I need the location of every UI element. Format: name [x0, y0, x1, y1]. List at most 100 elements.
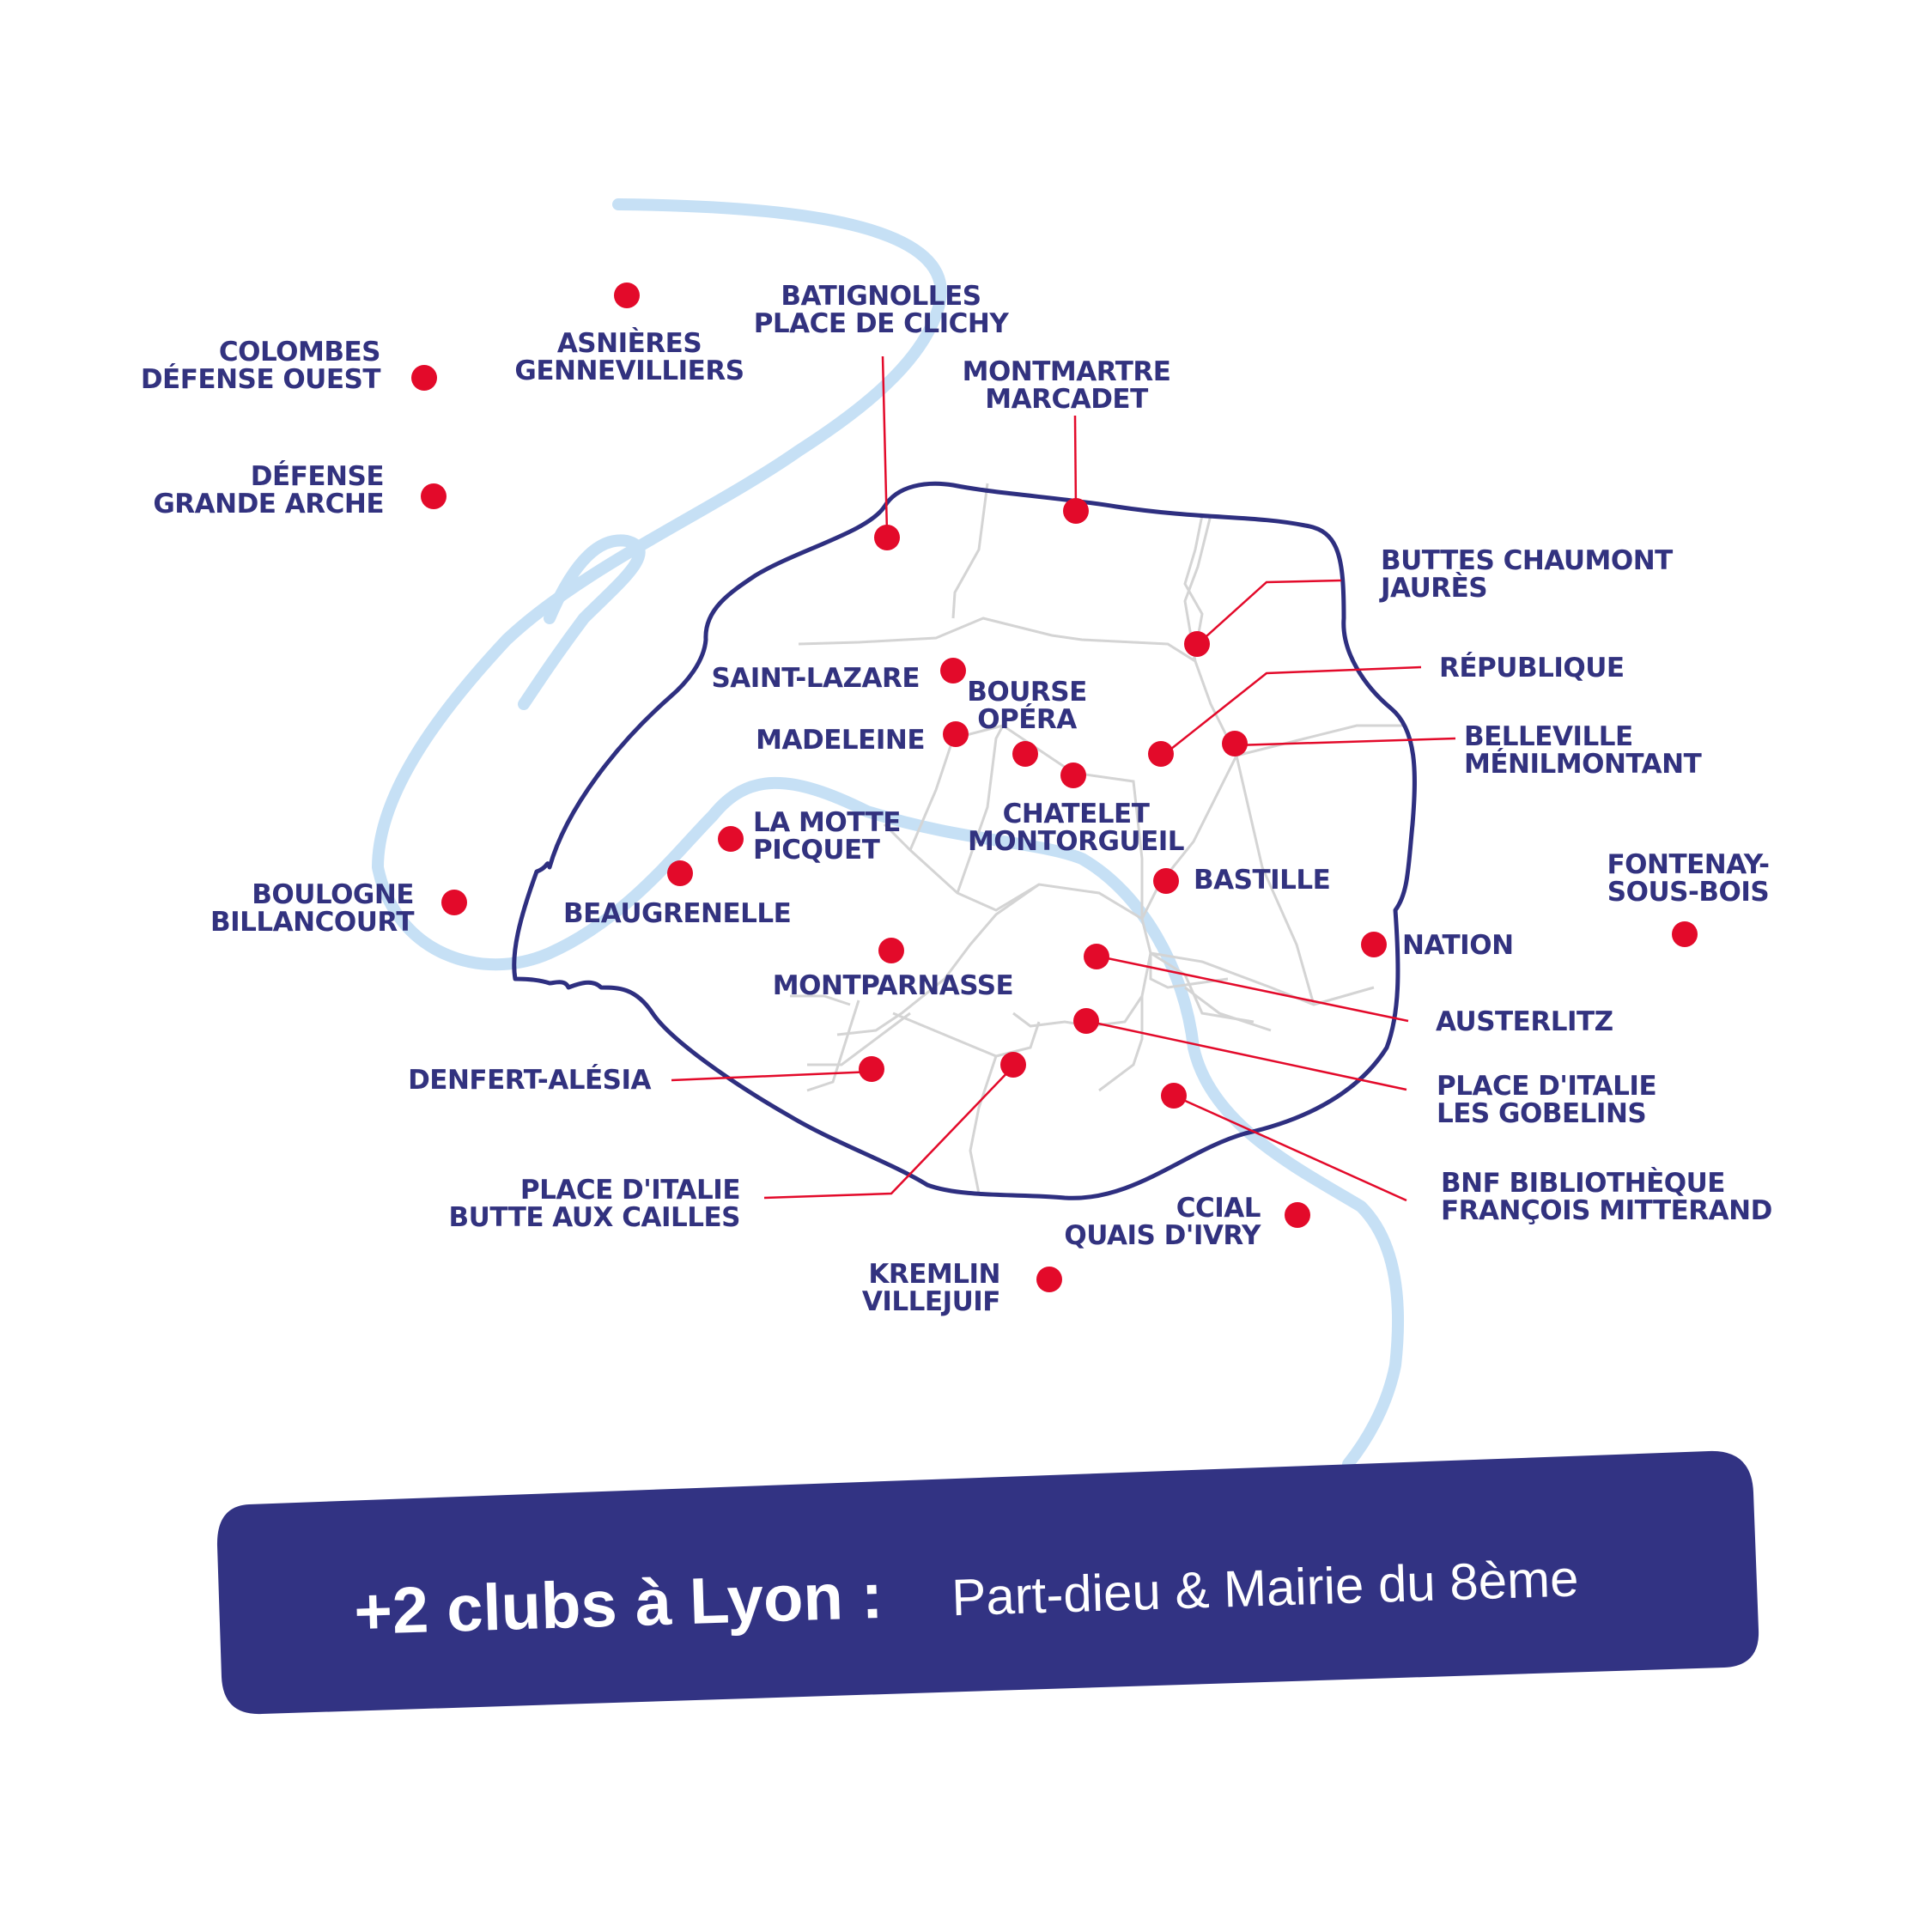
club-label-line: MONTORGUEIL: [968, 826, 1184, 857]
club-marker-madeleine: [943, 721, 969, 747]
club-label-line: SOUS-BOIS: [1607, 877, 1769, 908]
club-label-line: FRANÇOIS MITTERAND: [1441, 1195, 1772, 1226]
club-marker-nation: [1361, 932, 1387, 957]
club-label-line: DÉFENSE OUEST: [141, 364, 381, 395]
club-label-line: MADELEINE: [756, 725, 925, 756]
club-label-line: BNF BIBLIOTHÈQUE: [1441, 1168, 1725, 1199]
leader-lines: [671, 355, 1456, 1202]
club-label-line: DÉFENSE: [251, 461, 384, 492]
club-label-line: BILLANCOURT: [210, 907, 414, 938]
club-label-madeleine: MADELEINE: [756, 725, 925, 756]
club-marker-fontenay: [1672, 921, 1698, 947]
club-marker-italie-gobelins: [1073, 1008, 1099, 1034]
club-label-line: GRANDE ARCHE: [153, 489, 384, 519]
club-marker-motte: [718, 826, 744, 852]
club-label-line: CHATELET: [1003, 799, 1150, 829]
club-markers: [411, 283, 1698, 1292]
club-marker-austerlitz: [1084, 944, 1109, 969]
club-marker-asnieres: [614, 283, 640, 308]
club-label-line: AUSTERLITZ: [1436, 1006, 1613, 1037]
club-label-beaugrenelle: BEAUGRENELLE: [563, 898, 791, 929]
club-label-line: FONTENAY-: [1607, 849, 1769, 880]
club-marker-defense: [421, 483, 447, 509]
lyon-banner: +2 clubs à Lyon : Part-dieu & Mairie du …: [216, 1450, 1759, 1715]
club-label-line: LA MOTTE: [753, 807, 901, 838]
club-label-line: BELLEVILLE: [1464, 721, 1633, 752]
club-label-line: PLACE D'ITALIE: [520, 1175, 740, 1206]
club-label-line: VILLEJUIF: [862, 1286, 1000, 1317]
club-label-line: NATION: [1402, 930, 1514, 961]
club-marker-beaugrenelle: [667, 860, 693, 886]
club-label-line: DENFERT-ALÉSIA: [408, 1065, 651, 1096]
club-label-line: MONTMARTRE: [963, 356, 1171, 387]
club-label-austerlitz: AUSTERLITZ: [1436, 1006, 1613, 1037]
club-label-line: MARCADET: [985, 384, 1148, 415]
club-label-line: BUTTES CHAUMONT: [1381, 545, 1673, 576]
club-label-line: RÉPUBLIQUE: [1439, 653, 1625, 683]
club-label-line: ASNIÈRES: [557, 328, 702, 359]
club-marker-denfert: [859, 1056, 884, 1082]
club-marker-ivry: [1285, 1202, 1310, 1228]
club-label-denfert: DENFERT-ALÉSIA: [408, 1065, 651, 1096]
club-marker-bourse: [1012, 741, 1038, 767]
arrondissement-lines: [790, 483, 1404, 1194]
club-label-line: BUTTE AUX CAILLES: [449, 1202, 740, 1233]
club-label-line: PICQUET: [753, 835, 880, 866]
seine-island-loop: [518, 534, 646, 710]
seine-river: [372, 198, 1405, 1470]
club-label-line: MÉNILMONTANT: [1464, 749, 1702, 780]
club-marker-belleville: [1222, 731, 1248, 756]
club-marker-republique: [1148, 741, 1174, 767]
club-label-saint-lazare: SAINT-LAZARE: [711, 663, 920, 694]
club-label-line: BASTILLE: [1194, 865, 1330, 896]
club-label-line: CCIAL: [1176, 1193, 1261, 1224]
club-label-line: JAURÈS: [1379, 573, 1487, 604]
club-label-line: COLOMBES: [219, 337, 380, 368]
club-marker-chatelet: [1060, 762, 1086, 788]
club-label-line: PLACE DE CLICHY: [754, 308, 1010, 339]
club-marker-colombes: [411, 365, 437, 391]
club-label-line: QUAIS D'IVRY: [1064, 1220, 1261, 1251]
club-label-line: BOULOGNE: [252, 879, 414, 910]
club-label-line: GENNEVILLIERS: [514, 355, 744, 386]
club-marker-boulogne: [441, 890, 467, 915]
club-label-montparnasse: MONTPARNASSE: [773, 970, 1013, 1001]
club-marker-italie-cailles: [1000, 1052, 1026, 1078]
club-label-nation: NATION: [1402, 930, 1514, 961]
banner-bold-text: +2 clubs à Lyon :: [353, 1559, 884, 1649]
club-label-fontenay: FONTENAY-SOUS-BOIS: [1607, 849, 1769, 908]
club-marker-batignolles: [874, 525, 900, 550]
club-marker-bnf: [1161, 1083, 1187, 1109]
club-label-line: KREMLIN: [868, 1259, 1000, 1290]
club-label-bastille: BASTILLE: [1194, 865, 1330, 896]
club-marker-bastille: [1153, 868, 1179, 894]
banner-background: [216, 1450, 1759, 1715]
club-marker-montmartre: [1063, 498, 1089, 524]
club-marker-saint-lazare: [940, 658, 966, 683]
club-label-line: BEAUGRENELLE: [563, 898, 791, 929]
club-marker-buttes: [1184, 631, 1210, 657]
club-label-republique: RÉPUBLIQUE: [1439, 653, 1625, 683]
paris-boundary: [512, 481, 1417, 1200]
club-label-line: PLACE D'ITALIE: [1437, 1071, 1656, 1102]
club-label-line: MONTPARNASSE: [773, 970, 1013, 1001]
club-marker-montparnasse: [878, 938, 904, 963]
